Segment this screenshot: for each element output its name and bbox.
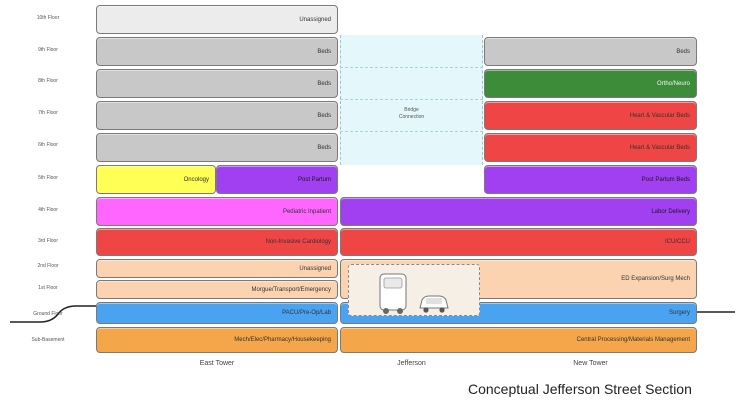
new-9-beds: Beds	[484, 37, 697, 66]
east-6-beds: Beds	[96, 133, 338, 162]
east-tower-label: East Tower	[199, 360, 235, 367]
street-vehicle-zone	[348, 264, 480, 316]
floor-label-sub-basement: Sub-Basement	[31, 337, 65, 343]
car-icon	[419, 295, 449, 313]
bridge-floor-line	[340, 67, 483, 68]
new-tower-label: New Tower	[573, 360, 608, 367]
east-8-beds: Beds	[96, 69, 338, 98]
bridge-label-line-1: Bridge	[404, 107, 419, 113]
east-4-pediatric-inpatient: Pediatric Inpatient	[96, 197, 338, 226]
floor-label-ground: Ground Floor	[33, 311, 63, 317]
floor-label-4: 4th Floor	[38, 207, 58, 213]
bridge-floor-line	[340, 99, 483, 100]
vehicles-icon	[379, 273, 449, 314]
diagram-caption: Conceptual Jefferson Street Section	[468, 381, 692, 397]
floor-label-5: 5th Floor	[38, 175, 58, 181]
bridge-label: Bridge Connection	[340, 107, 483, 121]
floor-label-7: 7th Floor	[38, 110, 58, 116]
east-2-unassigned: Unassigned	[96, 259, 338, 278]
bridge-connection	[340, 35, 483, 165]
east-5-oncology: Oncology	[96, 165, 216, 194]
east-3-non-invasive-cardiology: Non-Invasive Cardiology	[96, 228, 338, 256]
new-5-post-partum-beds: Post Partum Beds	[484, 165, 697, 194]
jefferson-label: Jefferson	[397, 360, 426, 367]
new-8-ortho-neuro: Ortho/Neuro	[484, 69, 697, 98]
floor-label-2: 2nd Floor	[37, 263, 59, 269]
east-ground-pacu: PACU/Pre-Op/Lab	[96, 302, 338, 324]
truck-icon	[379, 273, 407, 314]
floor-label-1: 1st Floor	[38, 285, 58, 291]
east-sub-basement-mech: Mech/Elec/Pharmacy/Housekeeping	[96, 327, 338, 353]
east-9-beds: Beds	[96, 37, 338, 66]
east-1-morgue-transport-emergency: Morgue/Transport/Emergency	[96, 280, 338, 299]
new-7-heart-vascular: Heart & Vascular Beds	[484, 101, 697, 130]
shared-central-processing: Central Processing/Materials Management	[340, 327, 697, 353]
shared-4-labor-delivery: Labor Delivery	[340, 197, 697, 226]
floor-label-3: 3rd Floor	[37, 238, 58, 244]
bridge-label-line-2: Connection	[398, 114, 425, 120]
east-5-post-partum: Post Partum	[216, 165, 338, 194]
bridge-floor-line	[340, 131, 483, 132]
floor-label-6: 6th Floor	[38, 142, 58, 148]
floor-label-9: 9th Floor	[38, 47, 58, 53]
east-7-beds: Beds	[96, 101, 338, 130]
new-6-heart-vascular: Heart & Vascular Beds	[484, 133, 697, 162]
east-10-unassigned: Unassigned	[96, 5, 338, 34]
floor-label-8: 8th Floor	[38, 78, 58, 84]
shared-3-icu-ccu: ICU/CCU	[340, 228, 697, 256]
floor-label-10: 10th Floor	[36, 15, 60, 21]
